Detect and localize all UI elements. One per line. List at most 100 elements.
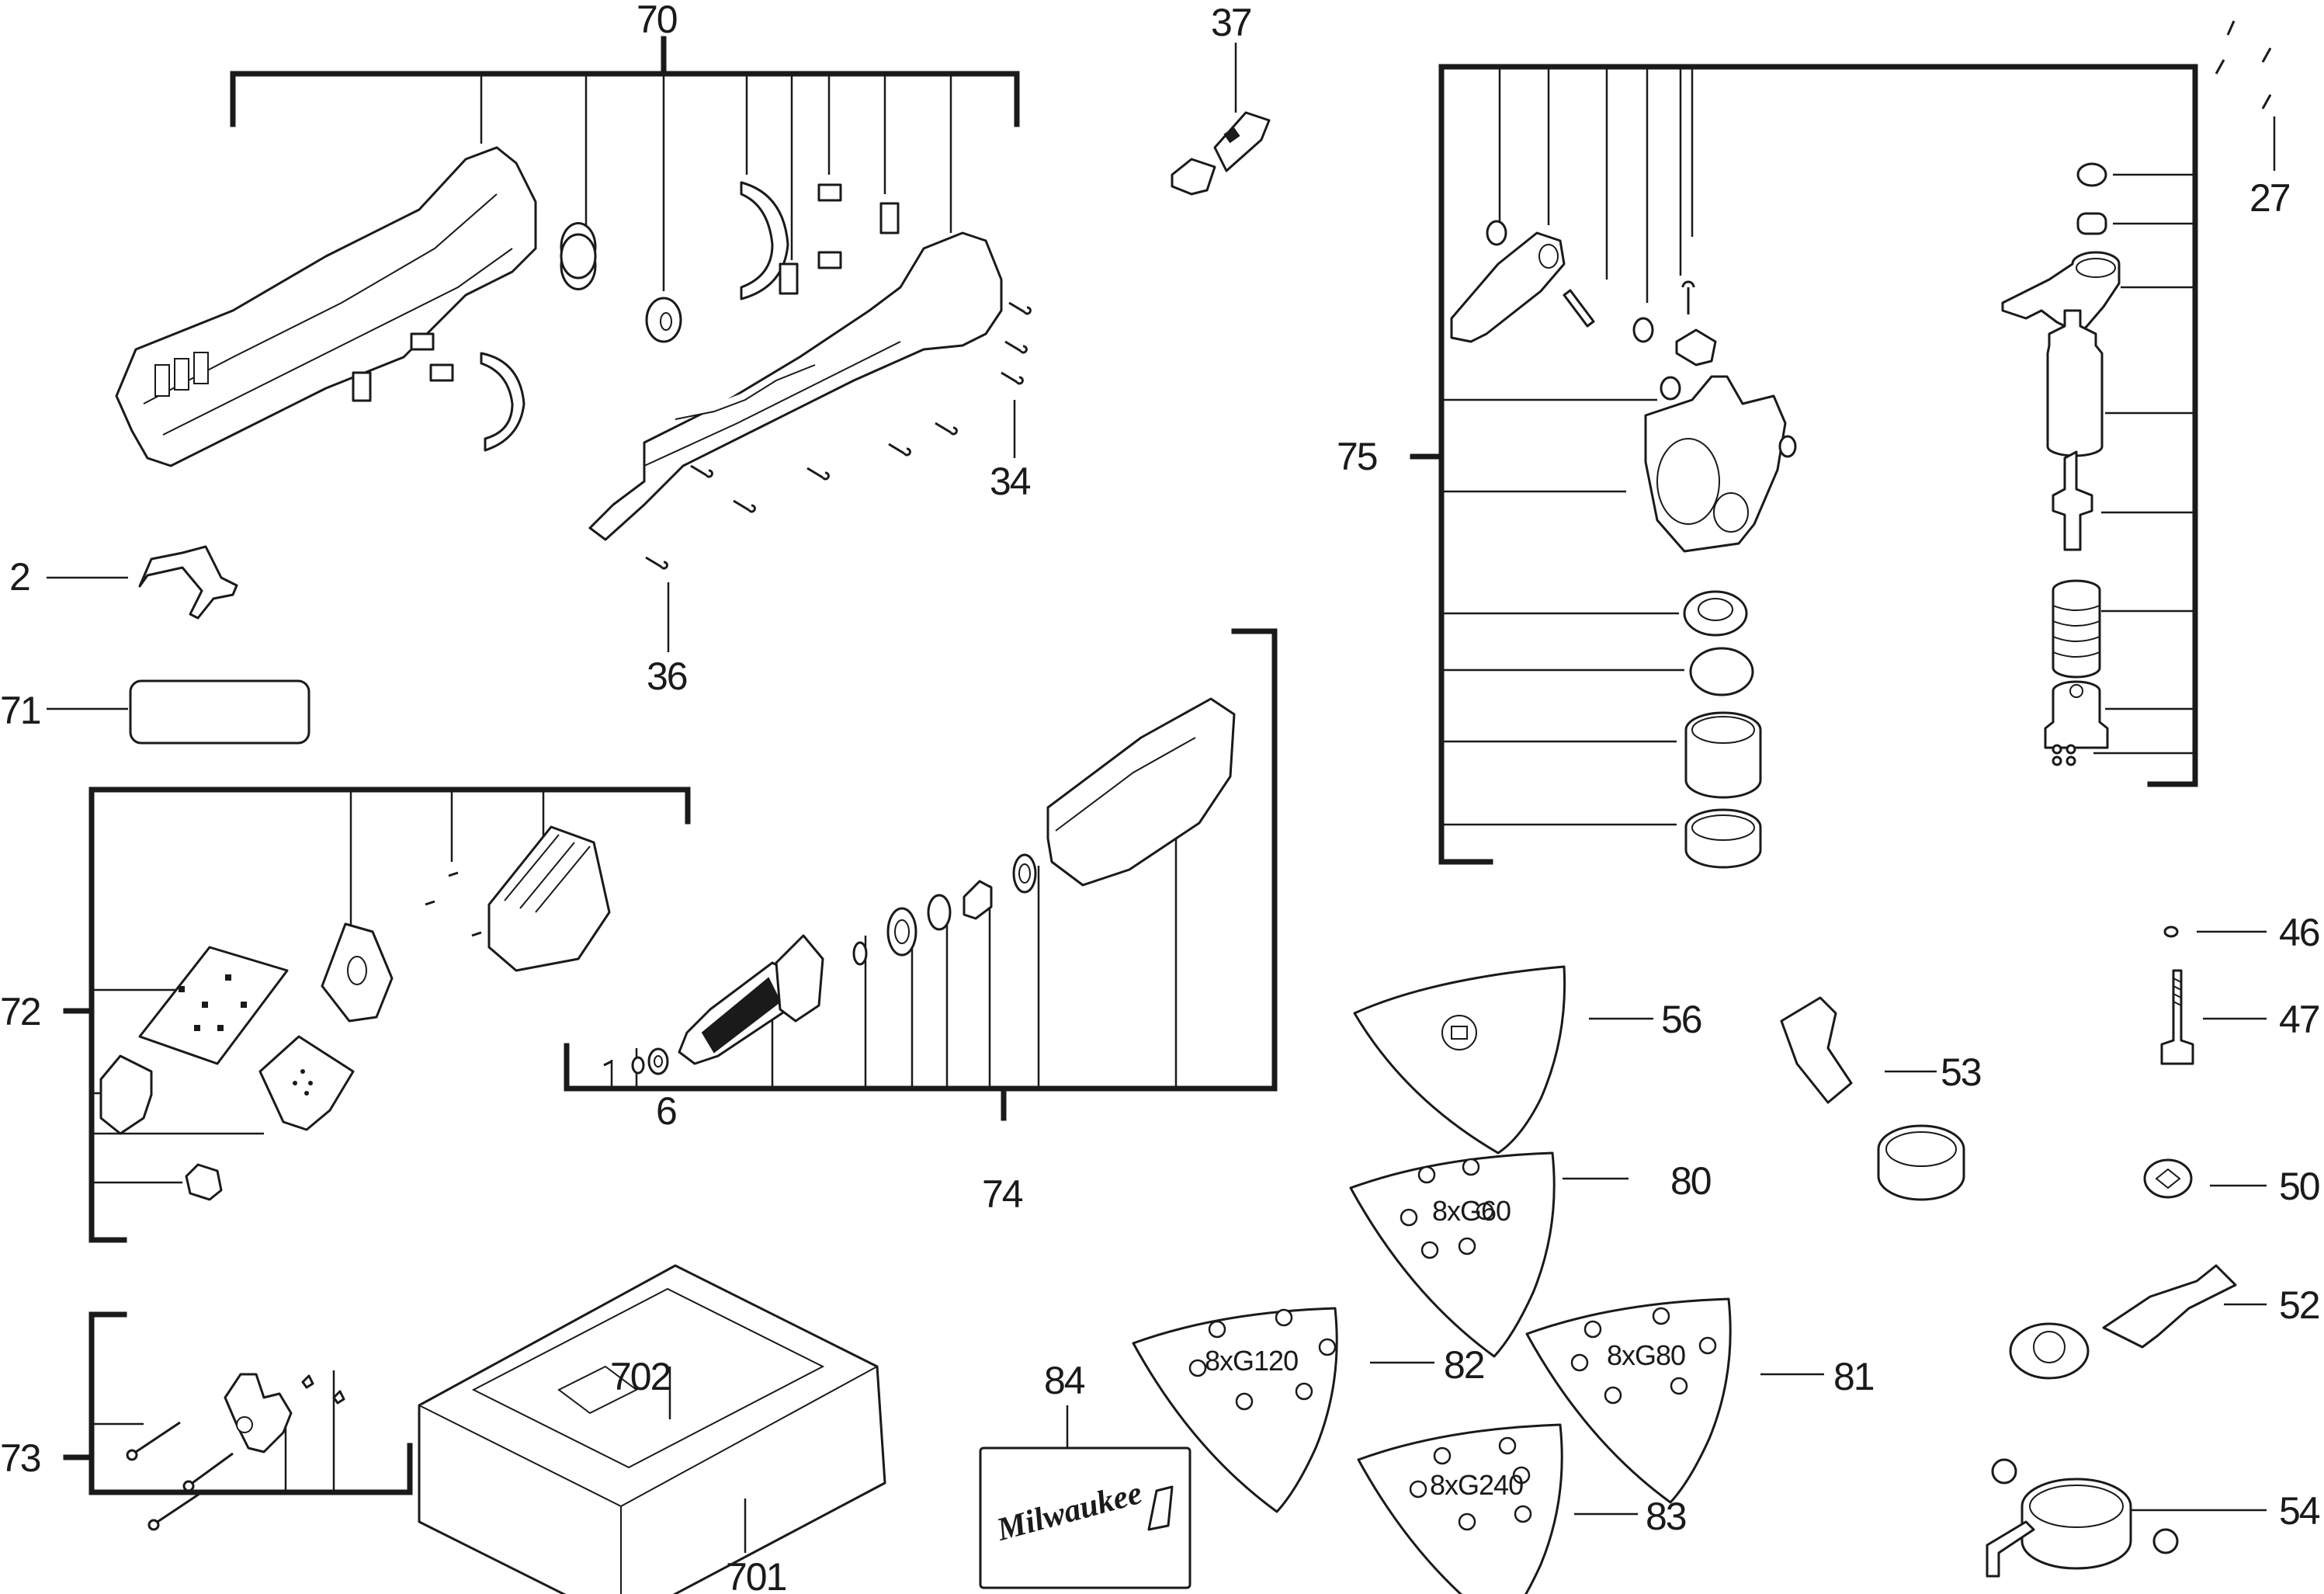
- pad-6: [429, 363, 454, 382]
- group-73-switch: 73: [0, 1311, 413, 1531]
- part-84: 84 Milwaukee: [979, 1359, 1191, 1589]
- stator: [487, 825, 611, 972]
- label-74[interactable]: 74: [982, 1172, 1025, 1216]
- part-37: 37: [1171, 1, 1271, 196]
- balls: [2052, 744, 2076, 766]
- label-75[interactable]: 75: [1337, 435, 1379, 478]
- label-6[interactable]: 6: [656, 1089, 678, 1133]
- label-83[interactable]: 83: [1646, 1495, 1688, 1538]
- sanding-sheet-g240: [1357, 1423, 1563, 1594]
- clip-part: [1675, 328, 1717, 366]
- label-72[interactable]: 72: [0, 990, 42, 1033]
- part-82: 8xG120 82: [1132, 1307, 1486, 1513]
- label-702[interactable]: 702: [610, 1355, 672, 1398]
- label-47[interactable]: 47: [2279, 998, 2321, 1041]
- sanding-sheet-g120: [1132, 1307, 1338, 1513]
- fan-module: [258, 1035, 355, 1131]
- part-47: 47: [2160, 969, 2321, 1065]
- part-81: 8xG80 81: [1525, 1297, 1875, 1504]
- group-74-motor: 74 6: [564, 628, 1278, 1216]
- part-54: 54: [1986, 1458, 2322, 1578]
- part-56: 56: [1353, 965, 1703, 1155]
- label-2[interactable]: 2: [9, 555, 31, 599]
- label-36[interactable]: 36: [647, 655, 689, 698]
- label-50[interactable]: 50: [2279, 1165, 2321, 1208]
- grit-label-g120: 8xG120: [1205, 1345, 1298, 1377]
- part-50: 50: [2143, 1158, 2321, 1208]
- sanding-sheet-g60: [1349, 1151, 1556, 1358]
- label-80[interactable]: 80: [1670, 1159, 1712, 1203]
- grit-label-g80: 8xG80: [1607, 1339, 1685, 1371]
- label-34[interactable]: 34: [990, 460, 1032, 503]
- label-27[interactable]: 27: [2249, 176, 2291, 220]
- screw-36: [645, 556, 668, 570]
- pad-5: [410, 332, 435, 351]
- pad-1: [817, 183, 842, 202]
- o-ring: [2076, 212, 2107, 235]
- label-70[interactable]: 70: [636, 0, 678, 41]
- grit-label-g240: 8xG240: [1430, 1469, 1523, 1501]
- circlip: [2076, 162, 2107, 187]
- pad-2: [879, 202, 900, 234]
- part-27: 27: [2215, 20, 2291, 220]
- washer-b: [1632, 317, 1654, 343]
- carry-case: 702 701: [418, 1264, 886, 1594]
- arc-damper-1: [740, 181, 789, 300]
- label-56[interactable]: 56: [1661, 998, 1703, 1041]
- pad-7: [352, 371, 372, 402]
- label-53[interactable]: 53: [1941, 1051, 1982, 1094]
- part-71: 71: [0, 679, 310, 745]
- bracket-70: [230, 71, 1020, 127]
- screw-head-small: [1681, 280, 1695, 314]
- switch-screws: [126, 1421, 234, 1531]
- trigger-block: [99, 1054, 153, 1135]
- part-46: 46: [2163, 911, 2321, 954]
- pin: [1563, 289, 1595, 328]
- bracket-74: [564, 628, 1278, 1092]
- circuit-board: [138, 946, 289, 1065]
- bracket-73: [88, 1311, 413, 1495]
- shim-washer: [927, 894, 952, 931]
- spindle: [2052, 450, 2093, 551]
- spindle-housing: [2046, 309, 2104, 457]
- washer-a: [1486, 220, 1507, 246]
- retaining-ring: [1689, 647, 1754, 696]
- label-73[interactable]: 73: [0, 1436, 42, 1480]
- switch-carrier: [224, 1373, 293, 1453]
- eccentric: [963, 880, 993, 920]
- clamp-screw: [2160, 969, 2194, 1065]
- part-80: 8xG60 80: [1349, 1151, 1712, 1358]
- knob-b: [2152, 1528, 2179, 1554]
- lever-arm: [1450, 231, 1566, 343]
- part-52: 52: [2009, 1264, 2321, 1380]
- label-701[interactable]: 701: [726, 1555, 788, 1594]
- brand-sticker: [979, 1446, 1191, 1589]
- saw-blade: [2102, 1264, 2237, 1349]
- label-52[interactable]: 52: [2279, 1283, 2321, 1327]
- label-82[interactable]: 82: [1444, 1343, 1486, 1387]
- label-54[interactable]: 54: [2279, 1489, 2322, 1533]
- bracket-75: [1438, 64, 2198, 865]
- pad-4: [817, 251, 842, 269]
- label-84[interactable]: 84: [1044, 1359, 1087, 1402]
- bracket-72: [88, 787, 691, 1243]
- knob-a: [1991, 1458, 2017, 1485]
- label-71[interactable]: 71: [0, 689, 42, 732]
- pad-3: [779, 262, 799, 295]
- snap-ring: [852, 941, 868, 966]
- fan-wheel: [775, 934, 824, 1023]
- nameplate: [129, 679, 310, 745]
- label-46[interactable]: 46: [2279, 911, 2321, 954]
- clamp-piston: [2044, 680, 2109, 749]
- rubber-bumper-1: [560, 233, 597, 280]
- motor-housing: [1046, 697, 1236, 887]
- screws-34: [690, 301, 1032, 513]
- label-81[interactable]: 81: [1833, 1355, 1875, 1398]
- group-75-gearhead: 75: [1337, 64, 2198, 869]
- label-37[interactable]: 37: [1211, 1, 1253, 44]
- switch-button: [1213, 111, 1271, 172]
- bushing-b: [1778, 435, 1797, 458]
- part-53: 53: [1780, 996, 1982, 1201]
- washer-6: [631, 1056, 645, 1075]
